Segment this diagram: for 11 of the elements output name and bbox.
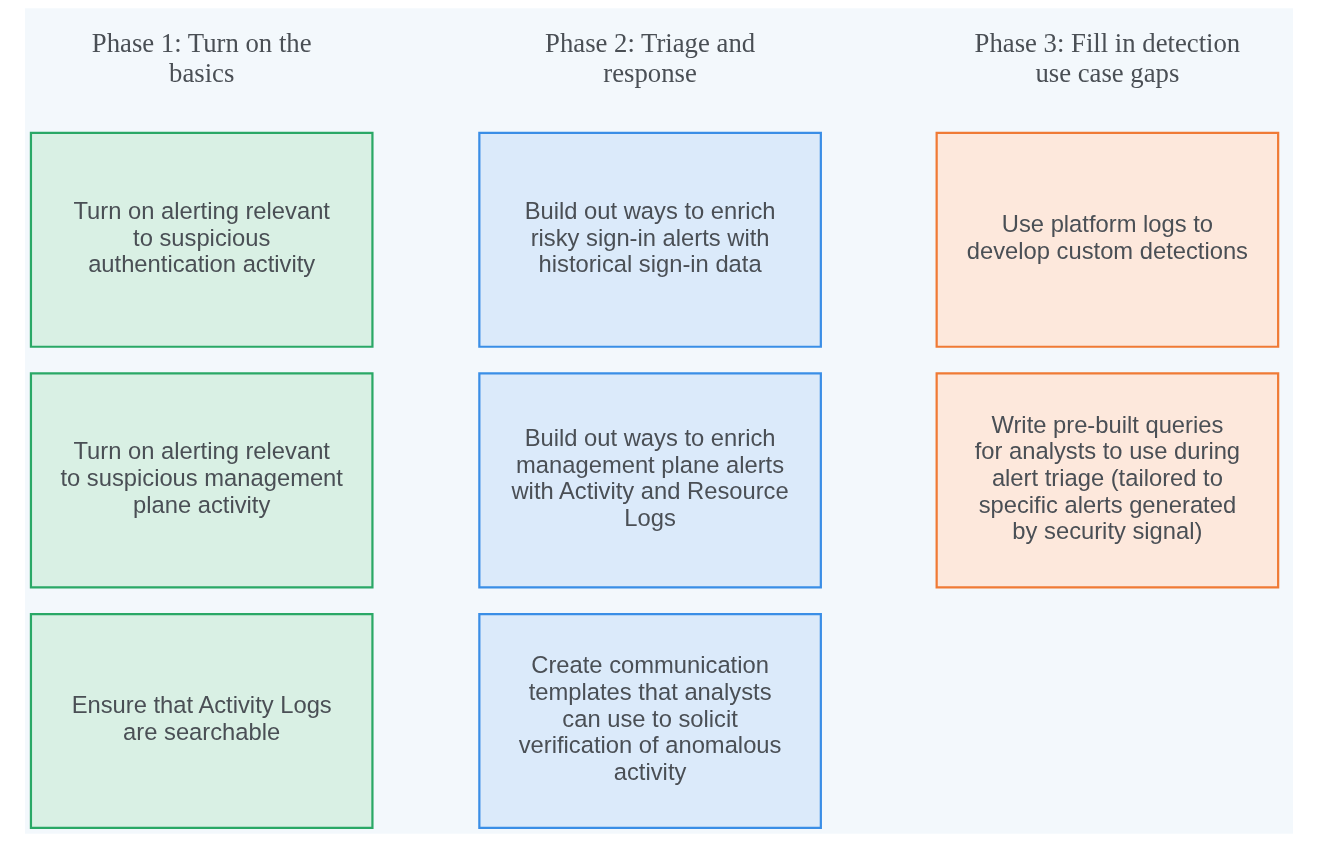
label: Phase 3: Fill in detection use case gaps: [974, 27, 1240, 88]
node-box: Build out ways to enrich risky sign-in alerts with historical sign-in data: [477, 131, 822, 348]
node-box: Write pre-built queries for analysts to use during alert triage (tailored to specific alerts generated by security signal): [935, 372, 1279, 589]
node-box: Turn on alerting relevant to suspicious authentication activity: [29, 131, 374, 348]
node-box: Ensure that Activity Logs are searchable: [29, 612, 374, 829]
node-box: Build out ways to enrich management plane alerts with Activity and Resource Logs: [477, 372, 822, 589]
node-box: Create communication templates that analysts can use to solicit verification of anomalous activity: [477, 612, 822, 829]
node-box: Turn on alerting relevant to suspicious management plane activity: [29, 372, 374, 589]
label: Phase 1: Turn on the basics: [91, 27, 312, 88]
label: Phase 2: Triage and response: [544, 27, 755, 88]
node-box: Use platform logs to develop custom detections: [935, 131, 1279, 348]
